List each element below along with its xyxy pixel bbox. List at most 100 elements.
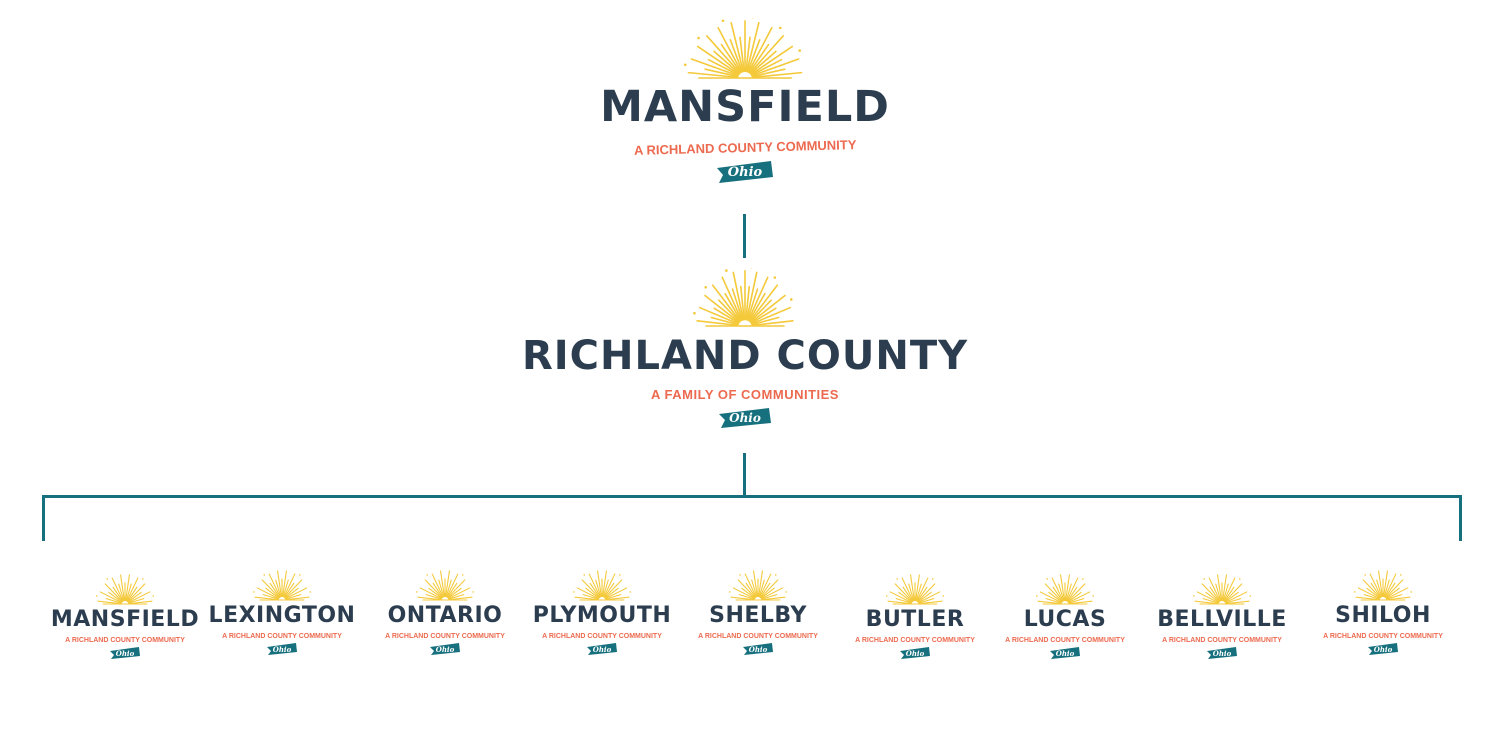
richland-county-logo: RICHLAND COUNTY A FAMILY OF COMMUNITIES … <box>522 268 967 429</box>
sunburst-icon <box>253 570 311 601</box>
logo-name: PLYMOUTH <box>532 603 672 628</box>
sun-ray <box>737 579 756 599</box>
ohio-ribbon: Ohio <box>717 407 773 429</box>
sun-ray <box>126 586 138 602</box>
sun-dot <box>1238 578 1241 580</box>
sun-ray <box>759 582 771 598</box>
sun-ray <box>744 573 757 598</box>
sun-ray <box>1194 600 1219 605</box>
connector-vertical-top <box>743 214 746 258</box>
sun-ray <box>582 594 599 600</box>
sun-dot <box>141 578 144 580</box>
sun-dot <box>472 591 474 593</box>
sun-dot <box>798 49 801 52</box>
sun-ray <box>1065 574 1070 602</box>
sunburst-icon <box>96 574 154 605</box>
sun-ray <box>751 71 803 79</box>
sun-ray <box>125 574 130 602</box>
sun-ray <box>431 573 444 598</box>
sun-ray <box>446 573 459 598</box>
sun-ray <box>751 320 794 327</box>
sun-ray <box>751 579 758 598</box>
connector-vertical-county <box>743 453 746 496</box>
sunburst-icon <box>1036 574 1094 605</box>
sun-ray <box>1067 591 1091 604</box>
sunburst-icon <box>573 570 631 601</box>
sun-ray <box>269 582 281 598</box>
sun-ray <box>1224 583 1243 603</box>
sun-ray <box>1208 577 1221 602</box>
sun-ray <box>745 285 751 321</box>
sun-ray <box>585 587 600 599</box>
logo-name: MANSFIELD <box>50 607 200 632</box>
sun-ray <box>128 598 145 604</box>
sun-ray <box>1378 570 1383 598</box>
logo-tagline: A RICHLAND COUNTY COMMUNITY <box>385 633 505 640</box>
sun-ray <box>747 276 769 322</box>
logo-tagline: A RICHLAND COUNTY COMMUNITY <box>633 137 857 158</box>
ohio-ribbon: Ohio <box>266 643 298 656</box>
ribbon-icon <box>743 643 773 655</box>
sun-ray <box>284 579 303 599</box>
sun-ray <box>605 594 622 600</box>
logo-tagline: A RICHLAND COUNTY COMMUNITY <box>698 633 818 640</box>
sun-ray <box>746 21 760 73</box>
sun-ray <box>720 43 742 74</box>
sun-ray <box>126 577 139 602</box>
sun-ray <box>902 586 914 602</box>
sun-dot <box>725 269 728 272</box>
sun-ray <box>118 583 125 602</box>
sun-dot <box>583 574 586 576</box>
sun-dot <box>693 311 696 315</box>
sun-ray <box>1037 600 1062 605</box>
sun-ray <box>602 570 607 598</box>
sun-ray <box>1386 596 1411 601</box>
sun-ray <box>419 587 443 600</box>
sun-ray <box>447 579 466 599</box>
sun-dot <box>1399 574 1402 576</box>
sun-ray <box>916 586 928 602</box>
ribbon-label: Ohio <box>727 164 763 180</box>
ribbon-icon <box>717 161 773 183</box>
sun-ray <box>729 39 744 73</box>
sun-ray <box>605 596 630 601</box>
sun-dot <box>896 578 899 580</box>
logo-tagline: A RICHLAND COUNTY COMMUNITY <box>1323 633 1443 640</box>
sun-ray <box>760 579 779 599</box>
ribbon-icon <box>1368 643 1398 655</box>
sun-ray <box>127 591 142 603</box>
sunburst-icon <box>729 570 787 601</box>
sun-dot <box>263 574 266 576</box>
sun-ray <box>750 45 794 76</box>
sun-dot <box>886 595 888 597</box>
sun-ray <box>283 582 295 598</box>
sun-ray <box>112 586 124 602</box>
sun-dot <box>1036 595 1038 597</box>
sun-ray <box>428 587 443 599</box>
sun-dot <box>253 591 255 593</box>
sun-ray <box>1068 600 1093 605</box>
sun-ray <box>1222 574 1227 602</box>
logo-tagline: A RICHLAND COUNTY COMMUNITY <box>222 633 342 640</box>
sun-ray <box>910 574 915 602</box>
mansfield-top-logo: MANSFIELD A RICHLAND COUNTY COMMUNITY Oh… <box>600 18 889 184</box>
sun-ray <box>1215 583 1222 602</box>
sun-ray <box>750 294 786 324</box>
sun-ray <box>595 579 602 598</box>
ribbon-label: Ohio <box>748 645 768 654</box>
sun-dot <box>309 591 311 593</box>
sun-ray <box>918 598 935 604</box>
sun-ray <box>1386 594 1403 600</box>
sun-ray <box>721 276 743 322</box>
sun-ray <box>1385 587 1409 600</box>
sun-ray <box>1376 579 1383 598</box>
sun-ray <box>265 587 280 599</box>
sun-ray <box>705 35 741 74</box>
sun-ray <box>1051 577 1064 602</box>
sun-ray <box>1205 591 1220 603</box>
sun-ray <box>285 596 310 601</box>
sun-dot <box>106 578 109 580</box>
sun-ray <box>99 591 123 604</box>
sun-ray <box>127 583 146 603</box>
